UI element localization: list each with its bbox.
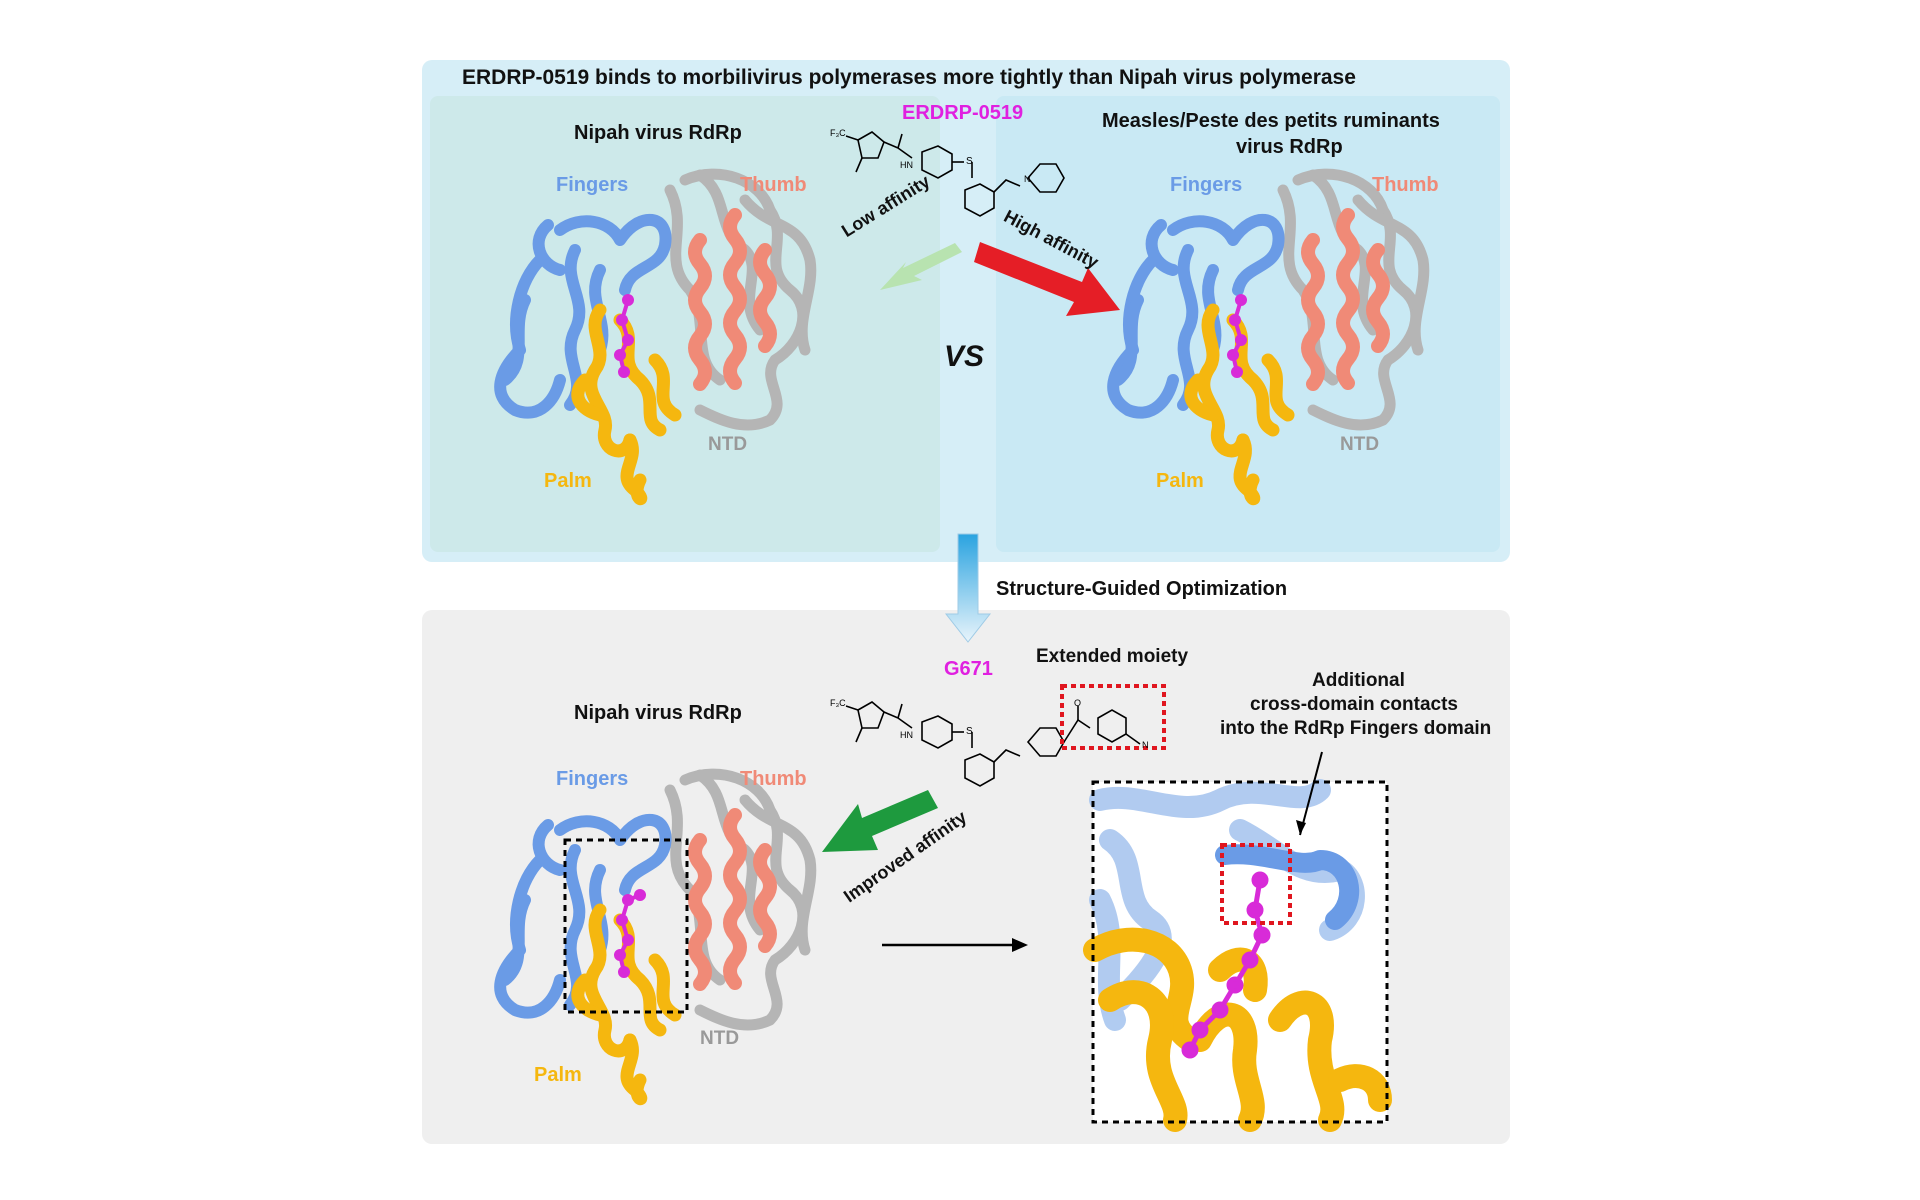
- hn-label-top: HN: [900, 160, 913, 170]
- s-label-top: S: [966, 156, 973, 167]
- optimization-label: Structure-Guided Optimization: [996, 578, 1288, 600]
- bottom-left-palm-label: Palm: [534, 1064, 582, 1086]
- cf3-label-top: F₃C: [830, 128, 846, 138]
- top-right-fingers-label: Fingers: [1170, 174, 1243, 196]
- thumb-domain: [688, 208, 777, 391]
- extended-moiety-contact-box: [1220, 843, 1292, 925]
- top-panel-title: ERDRP-0519 binds to morbilivirus polymer…: [462, 66, 1356, 89]
- hn-label-bottom: HN: [900, 730, 913, 740]
- ligand: [614, 294, 634, 378]
- extended-moiety-label: Extended moiety: [1036, 646, 1189, 667]
- callout-arrow: [1299, 751, 1323, 836]
- improved-affinity-arrow: [822, 790, 938, 852]
- protein-top-right: [1107, 168, 1430, 506]
- top-right-title-line2: virus RdRp: [1236, 136, 1343, 158]
- callout-line2: cross-domain contacts: [1250, 694, 1458, 715]
- top-left-thumb-label: Thumb: [740, 174, 807, 196]
- bottom-left-title: Nipah virus RdRp: [574, 702, 742, 724]
- protein-top-left: [494, 168, 817, 506]
- callout-line1: Additional: [1312, 670, 1405, 691]
- top-left-subpanel: [430, 96, 940, 552]
- bottom-left-thumb-label: Thumb: [740, 768, 807, 790]
- extended-moiety-box: [1060, 684, 1166, 750]
- erdrp-0519-structure: [845, 131, 1065, 217]
- top-right-palm-label: Palm: [1156, 470, 1204, 492]
- top-right-thumb-label: Thumb: [1372, 174, 1439, 196]
- callout-line3: into the RdRp Fingers domain: [1220, 718, 1492, 739]
- g671-structure: [845, 701, 1141, 787]
- zoom-panel: [1083, 779, 1392, 1132]
- bottom-left-fingers-label: Fingers: [556, 768, 629, 790]
- n-label-bottom-cn: N: [1142, 740, 1149, 750]
- top-left-palm-label: Palm: [544, 470, 592, 492]
- high-affinity-arrow: [974, 242, 1120, 316]
- optimization-arrow: [944, 533, 992, 643]
- g671-compound-label: G671: [944, 658, 993, 680]
- low-affinity-arrow: [880, 243, 962, 290]
- top-right-title-line1: Measles/Peste des petits ruminants: [1102, 110, 1440, 132]
- top-left-fingers-label: Fingers: [556, 174, 629, 196]
- erdrp-compound-label: ERDRP-0519: [902, 102, 1024, 124]
- cf3-label-bottom: F₃C: [830, 698, 846, 708]
- s-label-bottom: S: [966, 726, 973, 737]
- protein-bottom-left: [494, 768, 817, 1106]
- vs-label: VS: [944, 340, 985, 373]
- top-left-title: Nipah virus RdRp: [574, 122, 742, 144]
- n-label-top: N: [1024, 174, 1031, 184]
- top-left-ntd-label: NTD: [708, 434, 748, 455]
- bottom-left-ntd-label: NTD: [700, 1028, 740, 1049]
- top-right-ntd-label: NTD: [1340, 434, 1380, 455]
- zoom-region-box: [563, 838, 689, 1014]
- o-label-bottom: O: [1074, 698, 1082, 708]
